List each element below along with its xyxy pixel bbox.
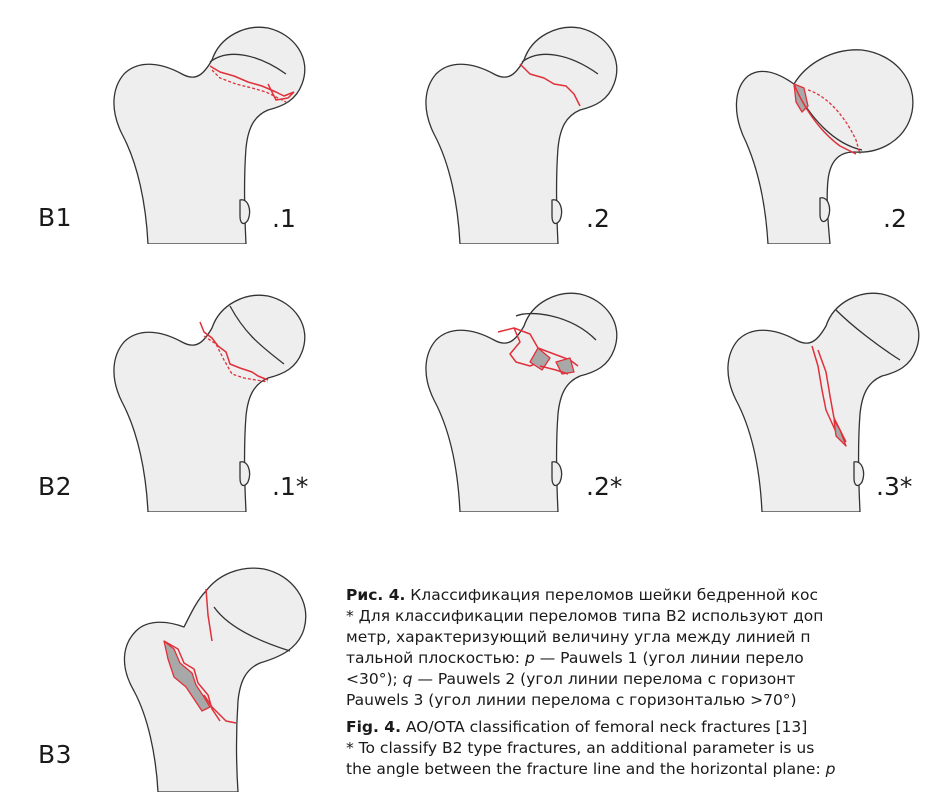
row-label-b3: B3 <box>38 740 72 769</box>
caption-ru-figure-label: Рис. 4. <box>346 586 405 604</box>
caption-ru-q-text: — Pauwels 2 (угол линии перелома с гориз… <box>413 670 796 688</box>
femur-diagram-b3 <box>108 545 338 792</box>
caption-ru-line-5: <30°); q — Pauwels 2 (угол линии перелом… <box>346 669 928 690</box>
caption-ru-line-2: * Для классификации переломов типа В2 ис… <box>346 606 928 627</box>
caption-ru-line-1: Рис. 4. Классификация переломов шейки бе… <box>346 585 928 606</box>
sub-label-b2-2: .2* <box>586 472 622 501</box>
caption-en-line-2: * To classify B2 type fractures, an addi… <box>346 738 928 759</box>
caption-en-line-1: Fig. 4. AO/OTA classification of femoral… <box>346 717 928 738</box>
caption-ru-line-3: метр, характеризующий величину угла межд… <box>346 627 928 648</box>
sub-label-b1-2a: .2 <box>586 204 610 233</box>
caption-en-p-symbol: p <box>826 760 836 778</box>
row-label-b1: B1 <box>38 203 72 232</box>
figure-caption: Рис. 4. Классификация переломов шейки бе… <box>346 585 928 780</box>
sub-label-b2-3: .3* <box>876 472 912 501</box>
caption-ru-p-symbol: p <box>525 649 535 667</box>
caption-ru-line-4: тальной плоскостью: p — Pauwels 1 (угол … <box>346 648 928 669</box>
caption-ru-q-symbol: q <box>403 670 413 688</box>
caption-ru-line-4-text: тальной плоскостью: <box>346 649 525 667</box>
sub-label-b2-1: .1* <box>272 472 308 501</box>
caption-en-title: AO/OTA classification of femoral neck fr… <box>401 718 807 736</box>
caption-ru-line-6: Pauwels 3 (угол линии перелома с горизон… <box>346 690 928 711</box>
sub-label-b1-2b: .2 <box>883 204 907 233</box>
caption-ru-line-5-text: <30°); <box>346 670 403 688</box>
caption-en-line-3: the angle between the fracture line and … <box>346 759 928 780</box>
row-label-b2: B2 <box>38 472 72 501</box>
caption-ru-p-text: — Pauwels 1 (угол линии перело <box>535 649 804 667</box>
caption-en-line-3-text: the angle between the fracture line and … <box>346 760 826 778</box>
caption-en-figure-label: Fig. 4. <box>346 718 401 736</box>
caption-ru-title: Классификация переломов шейки бедренной … <box>405 586 818 604</box>
sub-label-b1-1: .1 <box>272 204 296 233</box>
